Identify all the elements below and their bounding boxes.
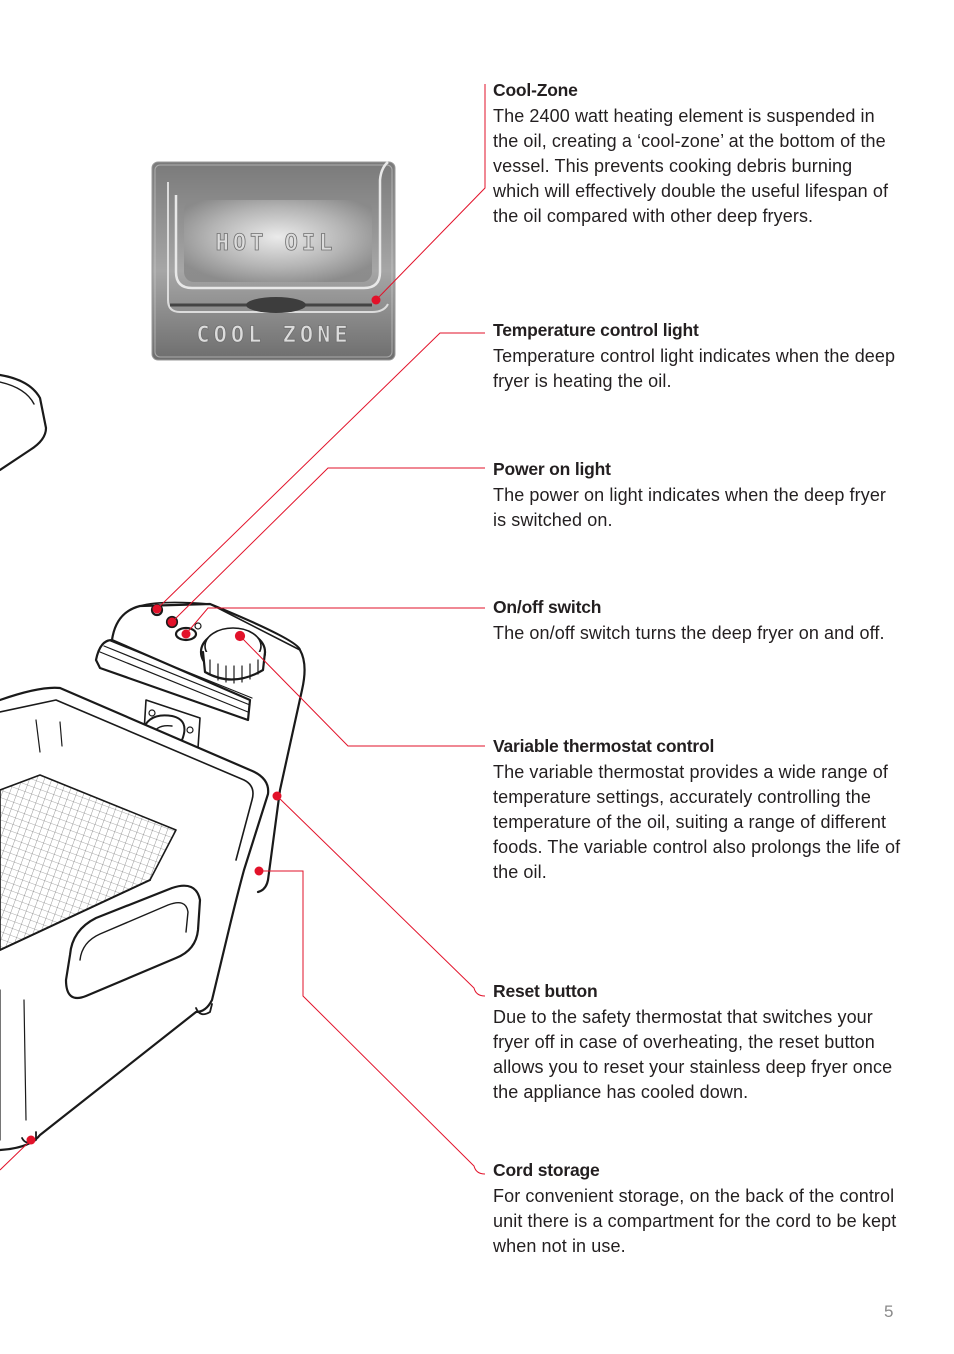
feature-description: Temperature control light indicates when… (493, 346, 896, 391)
callout-dots (26, 295, 381, 1145)
feature-description: For convenient storage, on the back of t… (493, 1186, 897, 1256)
cool-zone-label: COOL ZONE (196, 323, 351, 348)
callout-line-thermostat (239, 635, 485, 747)
feature-reset-button: Reset button Due to the safety thermosta… (493, 981, 903, 1105)
feature-description: The 2400 watt heating element is suspend… (493, 106, 889, 226)
feature-description: The on/off switch turns the deep fryer o… (493, 623, 885, 643)
cool-zone-graphic: HOT OIL COOL ZONE (151, 161, 396, 361)
feature-power-on-light: Power on light The power on light indica… (493, 459, 903, 533)
page-number: 5 (884, 1302, 894, 1321)
feature-variable-thermostat: Variable thermostat control The variable… (493, 736, 903, 885)
callout-line-cord-storage (259, 870, 486, 1175)
callout-line-bottom (0, 1139, 32, 1171)
feature-cool-zone: Cool-Zone The 2400 watt heating element … (493, 80, 903, 229)
feature-title: Reset button (493, 981, 598, 1001)
feature-cord-storage: Cord storage For convenient storage, on … (493, 1160, 903, 1259)
feature-title: Cord storage (493, 1160, 600, 1180)
callout-line-temperature-light (156, 332, 485, 610)
feature-description: The power on light indicates when the de… (493, 485, 887, 530)
feature-title: On/off switch (493, 597, 602, 617)
feature-description: Due to the safety thermostat that switch… (493, 1007, 893, 1102)
feature-title: Cool-Zone (493, 80, 578, 100)
feature-on-off-switch: On/off switch The on/off switch turns th… (493, 597, 903, 646)
thermostat-knob (199, 627, 267, 684)
callout-line-reset-button (276, 795, 486, 997)
hot-oil-label: HOT OIL (216, 231, 337, 256)
callout-line-on-off-switch (185, 607, 485, 635)
feature-title: Variable thermostat control (493, 736, 715, 756)
callout-line-cool-zone (375, 84, 486, 301)
feature-title: Temperature control light (493, 320, 699, 340)
callout-lines (0, 84, 486, 1175)
feature-description: The variable thermostat provides a wide … (493, 762, 901, 882)
heating-element (170, 297, 372, 313)
feature-temperature-control-light: Temperature control light Temperature co… (493, 320, 903, 394)
deep-fryer-drawing (0, 373, 306, 1152)
callout-line-power-light (171, 467, 485, 623)
feature-title: Power on light (493, 459, 611, 479)
